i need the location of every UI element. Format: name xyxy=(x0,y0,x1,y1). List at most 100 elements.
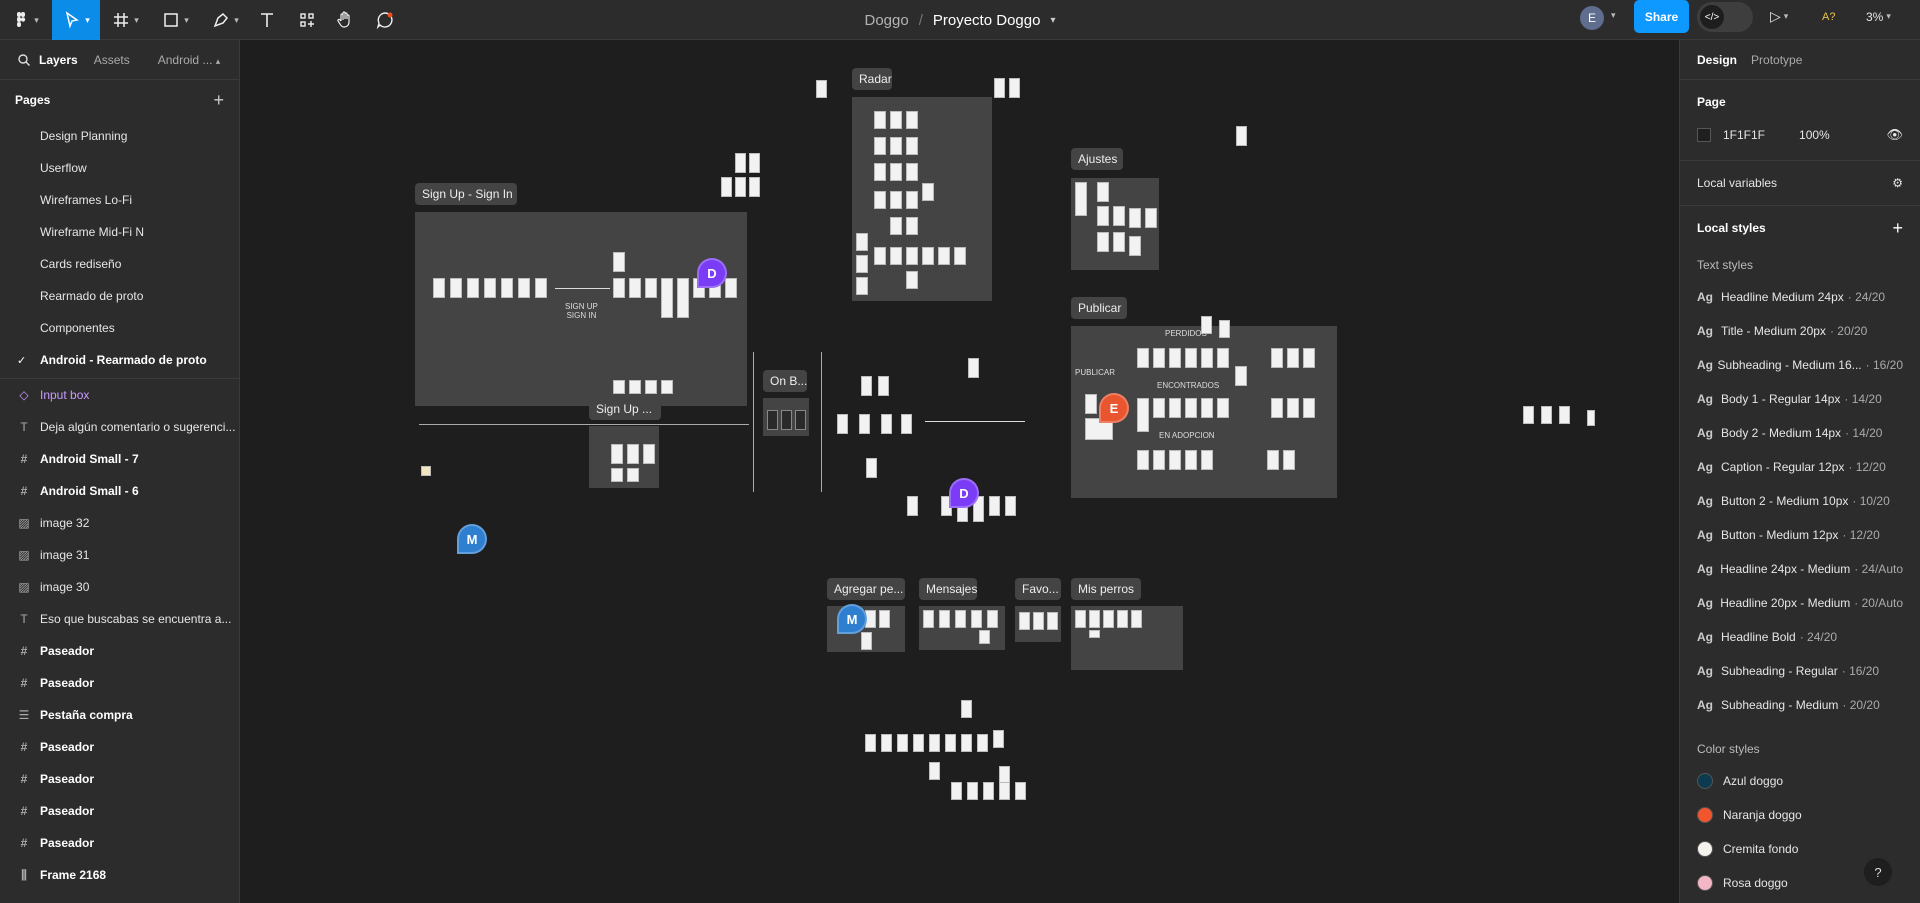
screen-thumbnail[interactable] xyxy=(767,410,778,430)
page-item[interactable]: Cards rediseño xyxy=(0,248,239,280)
screen-thumbnail[interactable] xyxy=(881,414,892,434)
accessibility-indicator[interactable]: A? xyxy=(1822,10,1836,23)
screen-thumbnail[interactable] xyxy=(1235,366,1247,386)
screen-thumbnail[interactable] xyxy=(881,734,892,752)
chevron-down-icon[interactable]: ▾ xyxy=(1611,10,1616,20)
screen-thumbnail[interactable] xyxy=(874,191,886,209)
comment-tool-button[interactable] xyxy=(370,0,400,40)
screen-thumbnail[interactable] xyxy=(1117,610,1128,628)
screen-thumbnail[interactable] xyxy=(879,610,890,628)
section-label-onboarding[interactable]: On B... xyxy=(763,370,807,392)
screen-thumbnail[interactable] xyxy=(1129,236,1141,256)
screen-thumbnail[interactable] xyxy=(1303,348,1315,368)
color-style-item[interactable]: Naranja doggo xyxy=(1697,798,1903,832)
screen-thumbnail[interactable] xyxy=(929,734,940,752)
screen-thumbnail[interactable] xyxy=(1287,348,1299,368)
screen-thumbnail[interactable] xyxy=(1113,232,1125,252)
screen-thumbnail[interactable] xyxy=(945,734,956,752)
screen-thumbnail[interactable] xyxy=(989,496,1000,516)
hand-tool-button[interactable] xyxy=(330,0,360,40)
layer-item[interactable]: ▨image 30 xyxy=(0,571,239,603)
screen-thumbnail[interactable] xyxy=(890,217,902,235)
screen-thumbnail[interactable] xyxy=(677,278,689,318)
screen-thumbnail[interactable] xyxy=(1559,406,1570,424)
screen-thumbnail[interactable] xyxy=(1019,612,1030,630)
screen-thumbnail[interactable] xyxy=(906,111,918,129)
local-variables-row[interactable]: Local variables ⚙ xyxy=(1697,161,1903,205)
section-label-misperros[interactable]: Mis perros xyxy=(1071,578,1141,600)
section-signup-small[interactable] xyxy=(589,426,659,488)
screen-thumbnail[interactable] xyxy=(961,734,972,752)
screen-thumbnail[interactable] xyxy=(983,782,994,800)
screen-thumbnail[interactable] xyxy=(874,163,886,181)
move-tool-button[interactable]: ▾ xyxy=(52,0,100,40)
layer-item[interactable]: #Paseador xyxy=(0,827,239,859)
screen-thumbnail[interactable] xyxy=(643,444,655,464)
screen-thumbnail[interactable] xyxy=(890,137,902,155)
screen-thumbnail[interactable] xyxy=(1103,610,1114,628)
screen-thumbnail[interactable] xyxy=(467,278,479,298)
screen-thumbnail[interactable] xyxy=(951,782,962,800)
screen-thumbnail[interactable] xyxy=(1113,206,1125,226)
screen-thumbnail[interactable] xyxy=(735,153,746,173)
screen-thumbnail[interactable] xyxy=(1129,208,1141,228)
section-mensajes[interactable] xyxy=(919,606,1005,650)
layer-item[interactable]: #Paseador xyxy=(0,731,239,763)
screen-thumbnail[interactable] xyxy=(627,444,639,464)
shape-tool-button[interactable]: ▾ xyxy=(156,0,194,40)
screen-thumbnail[interactable] xyxy=(906,137,918,155)
page-item[interactable]: ✓Android - Rearmado de proto xyxy=(0,344,239,376)
layer-item[interactable]: ▨image 31 xyxy=(0,539,239,571)
screen-thumbnail[interactable] xyxy=(1085,394,1097,414)
screen-thumbnail[interactable] xyxy=(901,414,912,434)
layer-item[interactable]: ⫼Frame 2168 xyxy=(0,859,239,891)
text-tool-button[interactable] xyxy=(252,0,282,40)
share-button[interactable]: Share xyxy=(1634,0,1689,33)
screen-thumbnail[interactable] xyxy=(1271,398,1283,418)
section-misperros[interactable] xyxy=(1071,606,1183,670)
screen-thumbnail[interactable] xyxy=(816,80,827,98)
color-style-item[interactable]: Cremita fondo xyxy=(1697,832,1903,866)
screen-thumbnail[interactable] xyxy=(890,247,902,265)
section-ajustes[interactable] xyxy=(1071,178,1159,270)
layer-item[interactable]: #Android Small - 7 xyxy=(0,443,239,475)
section-radar[interactable] xyxy=(852,97,992,301)
user-avatar[interactable]: E xyxy=(1580,6,1604,30)
frame-tool-button[interactable]: ▾ xyxy=(106,0,144,40)
screen-thumbnail[interactable] xyxy=(1219,320,1230,338)
layer-item[interactable]: #Paseador xyxy=(0,635,239,667)
screen-thumbnail[interactable] xyxy=(929,762,940,780)
add-page-icon[interactable]: + xyxy=(213,89,224,110)
section-favoritos[interactable] xyxy=(1015,606,1061,642)
screen-thumbnail[interactable] xyxy=(874,111,886,129)
dev-mode-toggle[interactable]: </> xyxy=(1697,2,1753,32)
layer-item[interactable]: #Android Small - 6 xyxy=(0,475,239,507)
screen-thumbnail[interactable] xyxy=(1033,612,1044,630)
screen-thumbnail[interactable] xyxy=(874,247,886,265)
screen-thumbnail[interactable] xyxy=(518,278,530,298)
screen-thumbnail[interactable] xyxy=(906,247,918,265)
screen-thumbnail[interactable] xyxy=(961,700,972,718)
color-style-item[interactable]: Rosa doggo xyxy=(1697,866,1903,900)
screen-thumbnail[interactable] xyxy=(1137,348,1149,368)
screen-thumbnail[interactable] xyxy=(627,468,639,482)
variables-icon[interactable]: ⚙ xyxy=(1892,176,1903,190)
screen-thumbnail[interactable] xyxy=(859,414,870,434)
screen-thumbnail[interactable] xyxy=(629,278,641,298)
screen-thumbnail[interactable] xyxy=(1169,348,1181,368)
screen-thumbnail[interactable] xyxy=(749,177,760,197)
page-item[interactable]: Rearmado de proto xyxy=(0,280,239,312)
resources-tool-button[interactable] xyxy=(292,0,322,40)
screen-thumbnail[interactable] xyxy=(613,278,625,298)
screen-thumbnail[interactable] xyxy=(1185,398,1197,418)
screen-thumbnail[interactable] xyxy=(1169,450,1181,470)
screen-thumbnail[interactable] xyxy=(856,277,868,295)
file-name[interactable]: Proyecto Doggo xyxy=(932,11,1041,29)
